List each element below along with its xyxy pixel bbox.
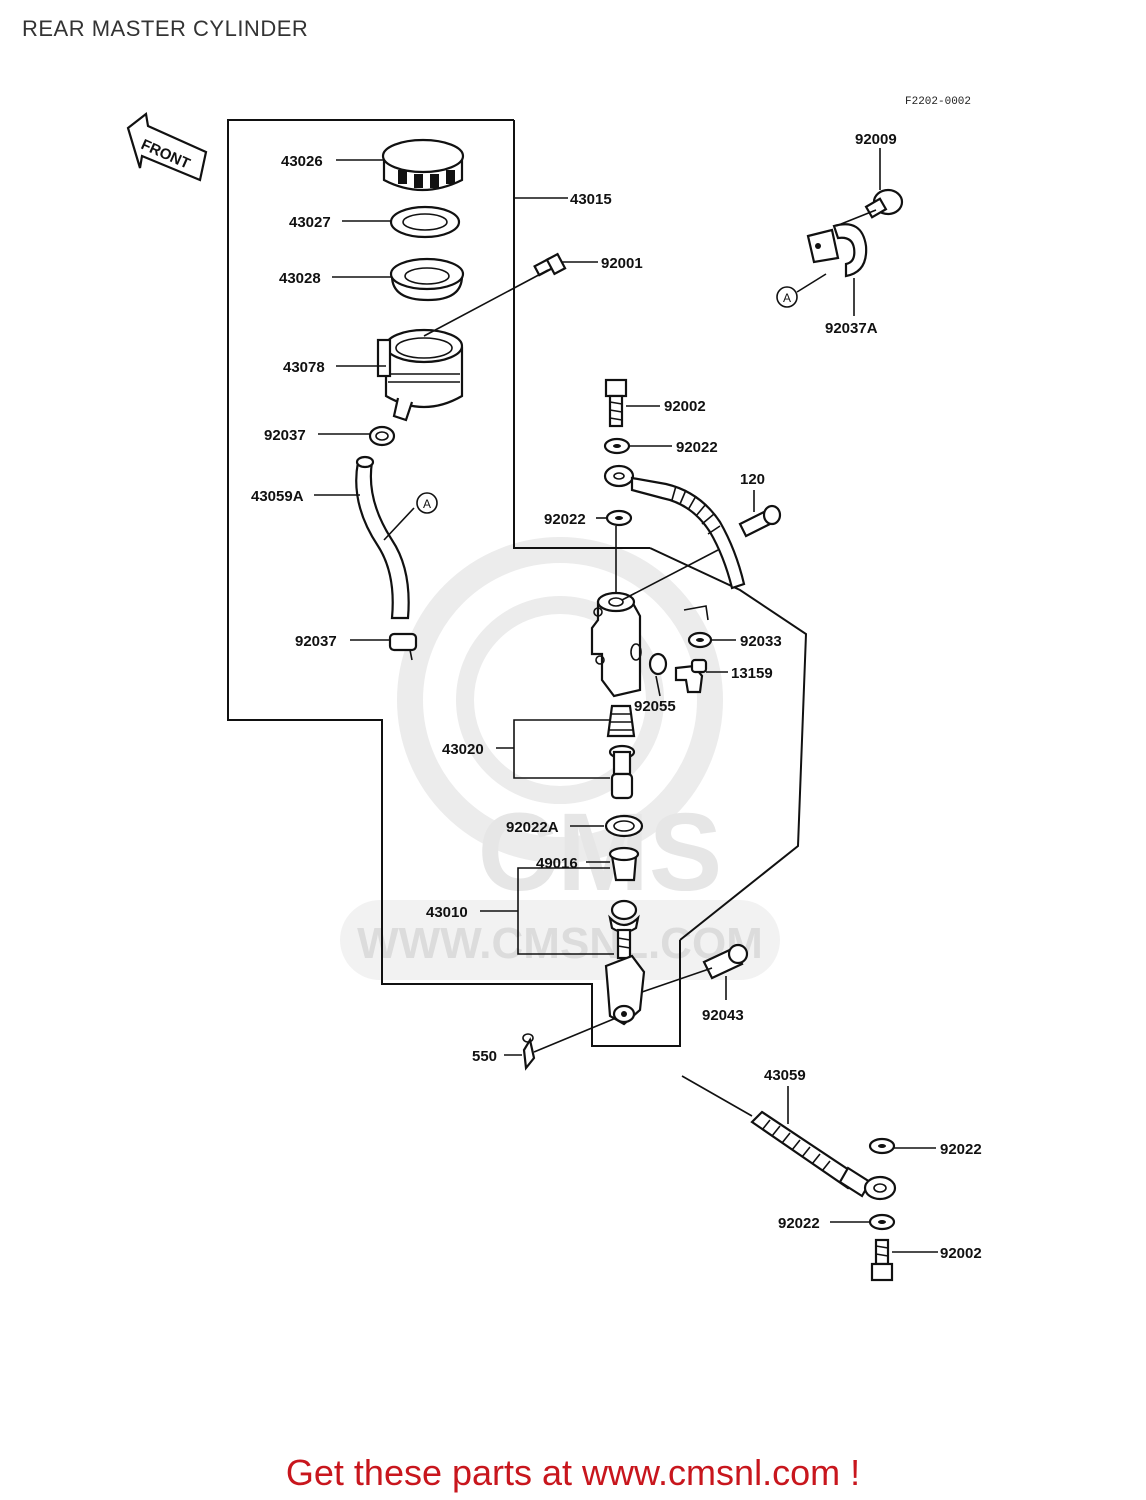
banjo-bolt-upper (604, 378, 628, 428)
callout-92033: 92033 (740, 633, 782, 650)
diagram-ref: F2202-0002 (905, 96, 971, 108)
callout-43020: 43020 (442, 741, 484, 758)
reservoir-screw (533, 252, 567, 277)
watermark-logo: CMS (478, 791, 722, 914)
hose-clamp-lower (388, 632, 418, 661)
callout-92037A: 92037A (825, 320, 878, 337)
master-cylinder-body (590, 591, 642, 698)
callout-92022-lower-top: 92022 (940, 1141, 982, 1158)
piston (608, 744, 636, 800)
callout-43027: 43027 (289, 214, 331, 231)
hose-bracket-clamp (806, 223, 868, 278)
callout-13159: 13159 (731, 665, 773, 682)
callout-labels: 43026 43027 43028 43078 92037 43059A 920… (251, 131, 982, 1262)
banjo-washer-lower-top (868, 1137, 896, 1155)
callout-43010: 43010 (426, 904, 468, 921)
callout-92022-mid: 92022 (544, 511, 586, 528)
svg-text:A: A (783, 291, 791, 305)
hose-fitting-elbow (674, 658, 708, 694)
diaphragm-plate (389, 205, 461, 239)
callout-92001: 92001 (601, 255, 643, 272)
callout-92022-lower-bottom: 92022 (778, 1215, 820, 1232)
circlip (683, 605, 713, 649)
brake-hose-upper (603, 464, 746, 590)
piston-spring (606, 704, 636, 738)
diaphragm (389, 257, 465, 302)
circle-marker-a-right: A (776, 286, 798, 308)
banjo-washer-mid (605, 509, 633, 527)
clevis (604, 954, 646, 1026)
callout-120: 120 (740, 471, 765, 488)
callout-49016: 49016 (536, 855, 578, 872)
callout-92002-upper: 92002 (664, 398, 706, 415)
callout-92009: 92009 (855, 131, 897, 148)
callout-92002-lower: 92002 (940, 1245, 982, 1262)
callout-43015: 43015 (570, 191, 612, 208)
banjo-washer-upper (603, 437, 631, 455)
retaining-ring (604, 814, 644, 838)
callout-92055: 92055 (634, 698, 676, 715)
callout-92037-lower: 92037 (295, 633, 337, 650)
callout-43059A: 43059A (251, 488, 304, 505)
callout-43078: 43078 (283, 359, 325, 376)
circle-marker-a-left: A (416, 492, 438, 514)
o-ring (648, 652, 668, 676)
reservoir-hose (355, 455, 410, 620)
mounting-bolt (738, 504, 782, 538)
cotter-pin (522, 1033, 536, 1071)
banjo-washer-lower-bottom (868, 1213, 896, 1231)
callout-92022A: 92022A (506, 819, 559, 836)
banjo-bolt-lower (870, 1238, 894, 1282)
callout-92043: 92043 (702, 1007, 744, 1024)
callout-43059: 43059 (764, 1067, 806, 1084)
reservoir-tank (376, 328, 464, 422)
callout-43028: 43028 (279, 270, 321, 287)
hose-clamp-upper (368, 425, 396, 447)
dust-boot (608, 846, 640, 882)
callout-92037-upper: 92037 (264, 427, 306, 444)
callout-43026: 43026 (281, 153, 323, 170)
brake-hose-lower (750, 1110, 897, 1201)
footer-promo-link[interactable]: Get these parts at www.cmsnl.com ! (285, 1452, 861, 1493)
assembly-frame (227, 119, 681, 1047)
leader-lines (314, 148, 938, 1253)
clevis-pin (702, 943, 749, 980)
page-title: REAR MASTER CYLINDER (22, 16, 309, 41)
svg-text:A: A (423, 497, 431, 511)
watermark-url: WWW.CMSNL.COM (357, 919, 763, 968)
reservoir-cap (381, 138, 465, 192)
clamp-bolt (864, 188, 904, 219)
callout-550: 550 (472, 1048, 497, 1065)
front-arrow-icon: FRONT (126, 111, 208, 182)
callout-92022-upper: 92022 (676, 439, 718, 456)
